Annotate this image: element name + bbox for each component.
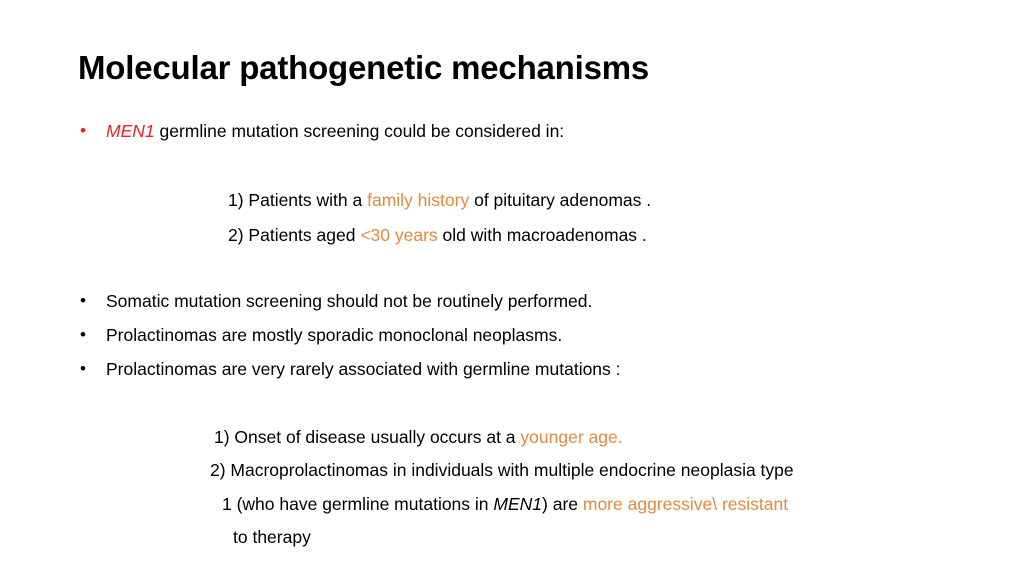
- bullet-content: Somatic mutation screening should not be…: [106, 291, 593, 311]
- aggressive-resistant-highlight: more aggressive\ resistant: [582, 494, 789, 514]
- numbered-suffix: of pituitary adenomas .: [469, 190, 652, 210]
- numbered-item-age-threshold: 2) Patients aged <30 years old with macr…: [228, 224, 647, 246]
- bullet-men1-screening: • MEN1 germline mutation screening could…: [80, 120, 564, 142]
- numbered-item-macroprolactinomas-line3: to therapy: [233, 526, 311, 548]
- younger-age-highlight: younger age.: [520, 427, 623, 447]
- men1-gene-label: MEN1: [493, 494, 543, 514]
- bullet-marker-icon: •: [80, 121, 86, 140]
- bullet-content: MEN1 germline mutation screening could b…: [80, 120, 564, 142]
- numbered-midtext: ) are: [542, 494, 583, 514]
- bullet-content: Prolactinomas are mostly sporadic monocl…: [106, 325, 563, 345]
- numbered-prefix: 1 (who have germline mutations in: [222, 494, 494, 514]
- numbered-item-onset-age: 1) Onset of disease usually occurs at a …: [214, 426, 623, 448]
- bullet-marker-icon: •: [80, 291, 86, 310]
- numbered-text: to therapy: [233, 527, 311, 547]
- bullet-prolactinomas-germline: • Prolactinomas are very rarely associat…: [80, 358, 621, 380]
- bullet-marker-icon: •: [80, 325, 86, 344]
- numbered-item-macroprolactinomas-line2: 1 (who have germline mutations in MEN1) …: [222, 493, 788, 515]
- men1-screening-text: germline mutation screening could be con…: [154, 121, 565, 141]
- numbered-prefix: 2) Patients aged: [228, 225, 361, 245]
- numbered-prefix: 1) Patients with a: [228, 190, 368, 210]
- bullet-content: Prolactinomas are very rarely associated…: [106, 359, 621, 379]
- age-threshold-highlight: <30 years: [360, 225, 438, 245]
- numbered-item-macroprolactinomas-line1: 2) Macroprolactinomas in individuals wit…: [210, 459, 794, 481]
- numbered-suffix: old with macroadenomas .: [437, 225, 647, 245]
- numbered-text: 2) Macroprolactinomas in individuals wit…: [210, 460, 794, 480]
- bullet-prolactinomas-sporadic: • Prolactinomas are mostly sporadic mono…: [80, 324, 562, 346]
- numbered-item-family-history: 1) Patients with a family history of pit…: [228, 189, 651, 211]
- family-history-highlight: family history: [367, 190, 470, 210]
- page-title: Molecular pathogenetic mechanisms: [78, 49, 650, 86]
- men1-gene-label: MEN1: [106, 121, 155, 141]
- bullet-marker-icon: •: [80, 359, 86, 378]
- numbered-prefix: 1) Onset of disease usually occurs at a: [214, 427, 521, 447]
- bullet-somatic-screening: • Somatic mutation screening should not …: [80, 290, 592, 312]
